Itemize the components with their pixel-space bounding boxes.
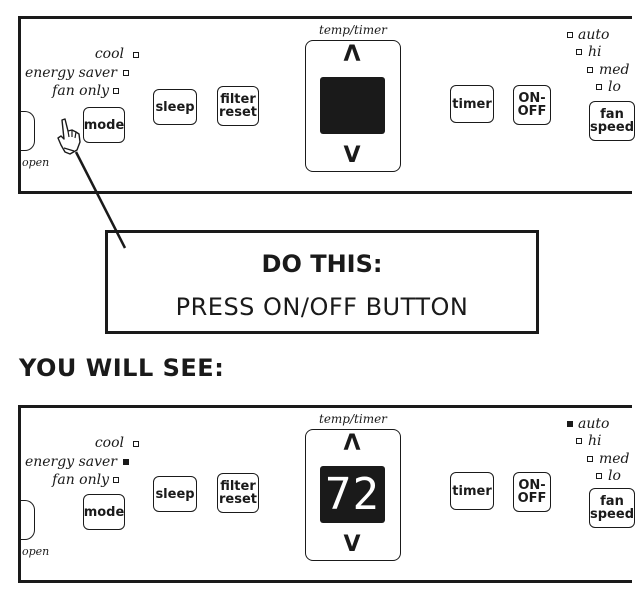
fan-label-hi: hi: [588, 433, 602, 449]
temp-timer-display-frame: Λ V: [305, 40, 401, 172]
energy-saver-indicator: [123, 459, 129, 465]
fan-label-lo: lo: [608, 79, 621, 95]
sleep-button-label: sleep: [155, 99, 195, 115]
fan-speed-label-line1: fan: [600, 107, 624, 122]
mode-label-fan-only: fan only: [52, 83, 109, 99]
down-arrow-icon[interactable]: V: [343, 532, 361, 557]
open-label: open: [22, 545, 50, 558]
fan-speed-label-line1: fan: [600, 494, 624, 509]
on-off-button[interactable]: ON-OFF: [513, 472, 551, 512]
down-arrow-icon[interactable]: V: [343, 143, 361, 168]
on-off-label-line2: OFF: [517, 491, 547, 506]
on-off-label-line1: ON-: [518, 91, 546, 106]
filter-reset-label-line2: reset: [219, 492, 257, 507]
instruction-callout: DO THIS: PRESS ON/OFF BUTTON: [105, 230, 539, 334]
timer-button[interactable]: timer: [450, 472, 494, 510]
sleep-button[interactable]: sleep: [153, 89, 197, 125]
filter-reset-label-line2: reset: [219, 105, 257, 120]
fan-label-auto: auto: [578, 27, 610, 43]
med-indicator: [587, 456, 593, 462]
mode-label-cool: cool: [94, 46, 124, 62]
mode-label-fan-only: fan only: [52, 472, 109, 488]
display-screen: [320, 77, 385, 134]
cool-indicator: [133, 52, 139, 58]
result-heading: YOU WILL SEE:: [19, 354, 225, 382]
on-off-button[interactable]: ON-OFF: [513, 85, 551, 125]
hi-indicator: [576, 49, 582, 55]
hand-pointer-icon: [57, 118, 81, 155]
fan-speed-label-line2: speed: [590, 507, 634, 522]
control-panel-after: open cool energy saver fan only mode sle…: [18, 405, 635, 583]
energy-saver-indicator: [123, 70, 129, 76]
temp-timer-label: temp/timer: [319, 23, 387, 37]
mode-label-cool: cool: [94, 435, 124, 451]
mode-button[interactable]: mode: [83, 107, 125, 143]
timer-button-label: timer: [452, 96, 492, 112]
fan-only-indicator: [113, 477, 119, 483]
open-tab-outline: [18, 111, 35, 151]
temp-readout: 72: [325, 469, 380, 520]
sleep-button-label: sleep: [155, 486, 195, 502]
temp-timer-label: temp/timer: [319, 412, 387, 426]
timer-button-label: timer: [452, 483, 492, 499]
hi-indicator: [576, 438, 582, 444]
lo-indicator: [596, 473, 602, 479]
mode-label-energy-saver: energy saver: [24, 454, 117, 470]
open-label: open: [22, 156, 50, 169]
fan-speed-label-line2: speed: [590, 120, 634, 135]
temp-timer-display-frame: Λ 72 V: [305, 429, 401, 561]
display-screen: 72: [320, 466, 385, 523]
fan-label-med: med: [599, 62, 630, 78]
fan-label-auto: auto: [578, 416, 610, 432]
mode-button[interactable]: mode: [83, 494, 125, 530]
mode-button-label: mode: [83, 504, 125, 520]
control-panel-before: open cool energy saver fan only mode sle…: [18, 16, 635, 194]
cool-indicator: [133, 441, 139, 447]
filter-reset-label-line1: filter: [220, 479, 256, 494]
fan-label-hi: hi: [588, 44, 602, 60]
callout-heading: DO THIS:: [261, 250, 383, 278]
up-arrow-icon[interactable]: Λ: [343, 431, 361, 456]
lo-indicator: [596, 84, 602, 90]
med-indicator: [587, 67, 593, 73]
callout-instruction: PRESS ON/OFF BUTTON: [175, 293, 469, 321]
fan-label-med: med: [599, 451, 630, 467]
on-off-label-line1: ON-: [518, 478, 546, 493]
fan-only-indicator: [113, 88, 119, 94]
open-tab-outline: [18, 500, 35, 540]
sleep-button[interactable]: sleep: [153, 476, 197, 512]
timer-button[interactable]: timer: [450, 85, 494, 123]
on-off-label-line2: OFF: [517, 104, 547, 119]
mode-button-label: mode: [83, 117, 125, 133]
fan-label-lo: lo: [608, 468, 621, 484]
auto-indicator: [567, 421, 573, 427]
auto-indicator: [567, 32, 573, 38]
filter-reset-label-line1: filter: [220, 92, 256, 107]
mode-label-energy-saver: energy saver: [24, 65, 117, 81]
up-arrow-icon[interactable]: Λ: [343, 42, 361, 67]
